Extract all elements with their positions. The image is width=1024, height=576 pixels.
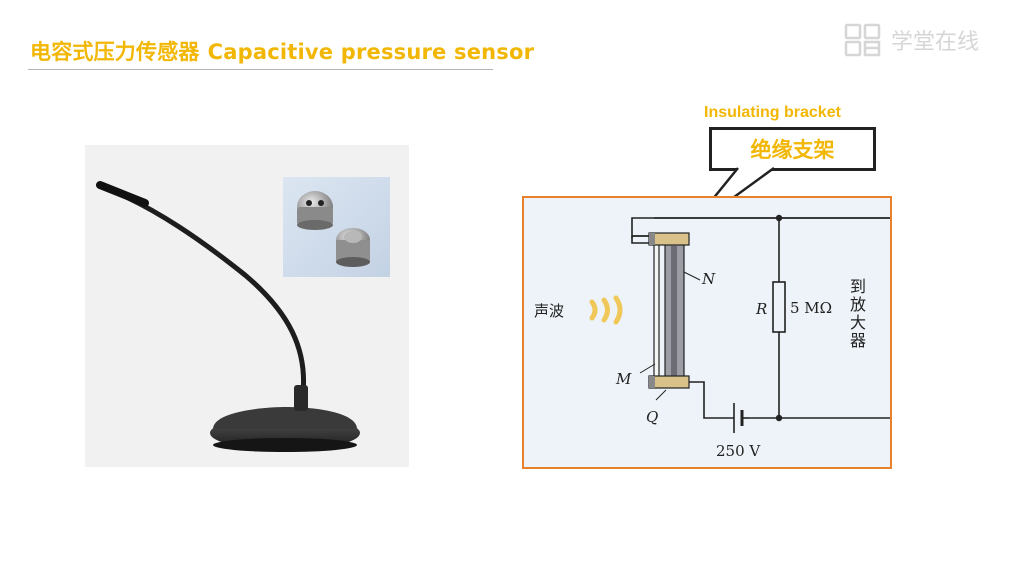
mic-head [96,181,149,207]
gooseneck [100,184,307,396]
page-title: 电容式压力传感器 Capacitive pressure sensor [30,36,534,66]
title-underline [28,69,493,70]
label-Q: Q [646,408,658,426]
resistance-value: 5 MΩ [790,299,832,317]
sound-wave-label: 声波 [534,302,564,320]
logo-text: 学堂在线 [891,30,980,55]
to-amplifier-char-2: 放 [850,295,866,314]
capacitor-circuit-diagram: 声波 N M Q R 5 MΩ 250 V 到 放 大 器 [522,196,892,469]
title-chinese: 电容式压力传感器 [30,40,200,64]
bottom-wire [684,381,890,419]
xuetangx-logo-icon [844,23,881,57]
title-english: Capacitive pressure sensor [207,40,535,64]
insulating-bracket-callout-box: 绝缘支架 [709,127,876,171]
label-R: R [755,300,767,318]
insulating-bracket-label-cn: 绝缘支架 [750,138,835,162]
to-amplifier-char-1: 到 [850,277,866,296]
junction-bottom [775,414,783,422]
junction-top [775,214,783,222]
label-N: N [701,270,716,288]
to-amplifier-char-4: 器 [850,331,866,350]
diaphragm-plate-M [653,242,660,379]
voltage-value: 250 V [716,442,761,460]
sound-wave-icon [589,295,623,325]
site-logo: 学堂在线 [843,22,979,58]
label-M: M [615,370,632,388]
to-amplifier-char-3: 大 [850,313,866,332]
resistor [772,281,786,333]
insulating-bracket-label-en: Insulating bracket [704,104,841,121]
microphone-photo [85,145,409,467]
